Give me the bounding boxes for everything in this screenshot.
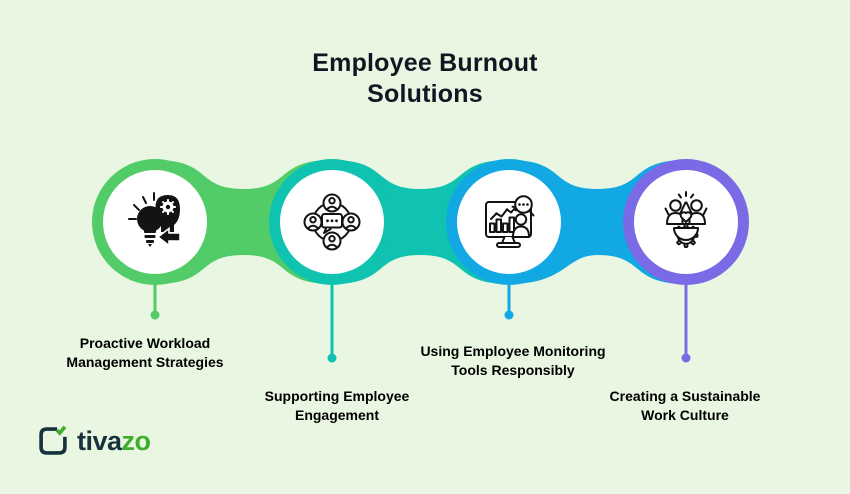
step-dot-1 (150, 310, 160, 320)
page-title: Employee Burnout Solutions (312, 49, 538, 108)
step-dot-2 (327, 353, 337, 363)
step-label-4: Creating a Sustainable Work Culture (609, 388, 761, 423)
monitor-analytics-magnifier-icon (485, 195, 535, 248)
magnifier-glyph (514, 195, 535, 217)
step-label-1: Proactive Workload Management Strategies (66, 335, 224, 370)
rounded-square-check-icon (39, 425, 67, 455)
logo-text-primary: tiva (77, 425, 122, 456)
brand-logo: tivazo (36, 424, 151, 458)
avatar-glyphs (303, 193, 361, 251)
idea-bulb-head-gear-icon (128, 192, 181, 248)
team-chat-network-icon (303, 193, 361, 251)
step-dot-4 (681, 353, 691, 363)
step-label-2: Supporting Employee Engagement (264, 388, 410, 423)
chat-bubble-glyph (321, 213, 343, 234)
gear-glyph (673, 223, 699, 248)
teamwork-heart-gear-icon (664, 191, 708, 248)
step-dot-3 (504, 310, 514, 320)
logo-text: tivazo (77, 426, 151, 457)
logo-text-accent: zo (121, 425, 152, 456)
step-label-3: Using Employee Monitoring Tools Responsi… (420, 343, 606, 378)
